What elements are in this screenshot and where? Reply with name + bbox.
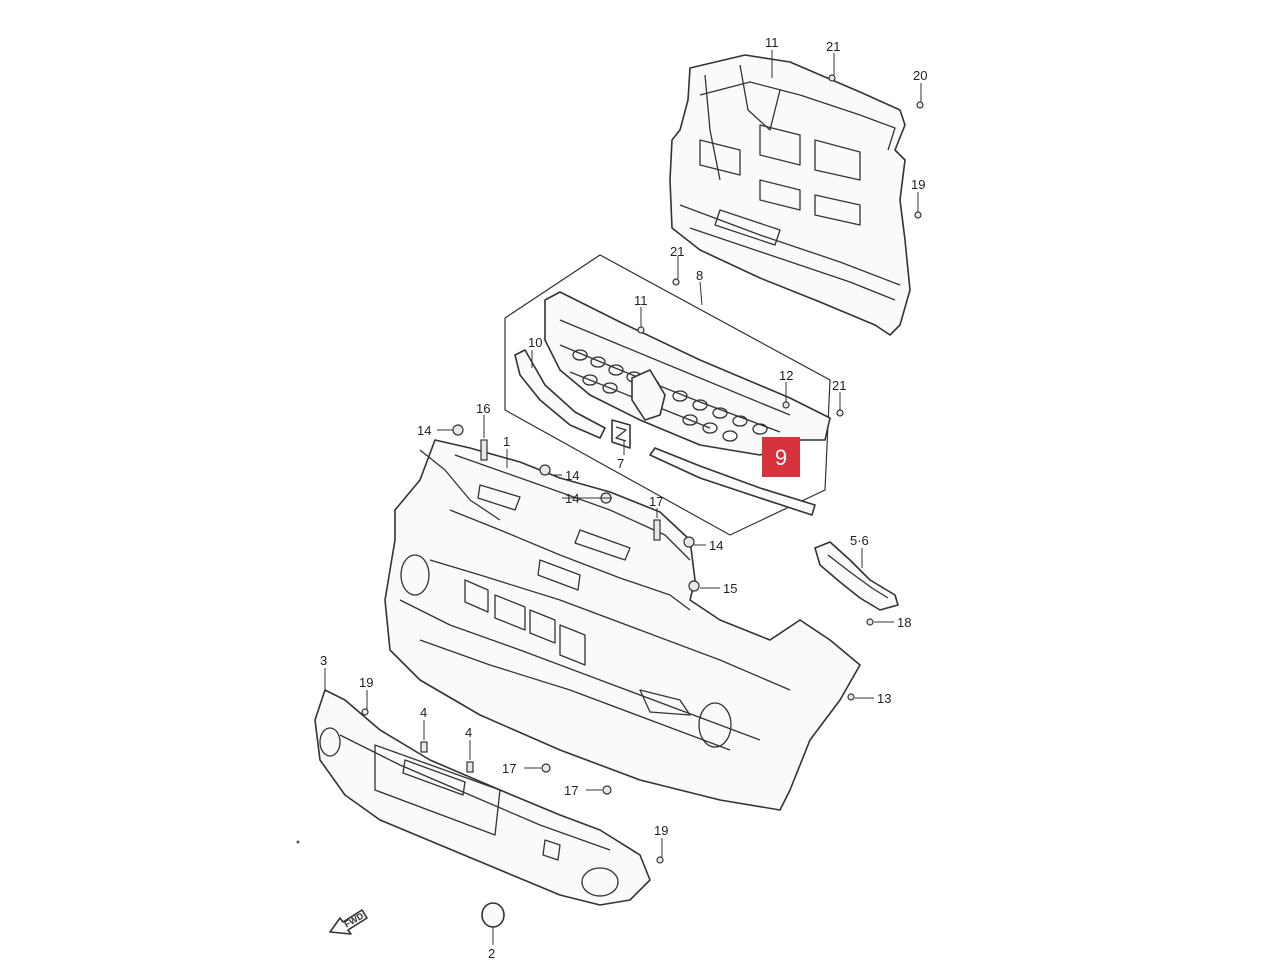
tow-hook-cap xyxy=(481,902,505,928)
label-part-21-mid: 21 xyxy=(670,244,684,259)
lower-bumper-skid xyxy=(314,689,651,906)
label-part-5-6: 5·6 xyxy=(850,533,869,548)
label-part-7: 8 xyxy=(696,268,703,283)
label-part-1: 1 xyxy=(503,434,510,449)
label-part-20: 20 xyxy=(913,68,927,83)
highlight-badge xyxy=(762,437,800,477)
label-part-4-right: 4 xyxy=(465,725,472,740)
label-part-16-left: 16 xyxy=(476,401,490,416)
label-part-19-left: 19 xyxy=(359,675,373,690)
grille-garnish-lower xyxy=(649,447,816,516)
grille-assembly-box xyxy=(504,254,831,536)
label-part-11-lower: 12 xyxy=(779,368,793,383)
label-part-11-upper: 11 xyxy=(634,293,648,308)
label-part-13: 13 xyxy=(877,691,891,706)
highlight-label: 9 xyxy=(775,445,787,470)
grille-garnish-upper xyxy=(514,349,606,439)
fwd-direction-arrow: FWD xyxy=(329,909,368,935)
label-part-3: 3 xyxy=(320,653,327,668)
label-part-4-left: 4 xyxy=(420,705,427,720)
label-part-14-mid: 14 xyxy=(565,468,579,483)
label-part-10: 7 xyxy=(617,456,624,471)
label-part-15: 15 xyxy=(723,581,737,596)
label-part-16-right: 17 xyxy=(649,494,663,509)
front-grille xyxy=(544,291,831,456)
label-part-19-bottom: 19 xyxy=(654,823,668,838)
label-part-14-left: 14 xyxy=(417,423,431,438)
callout-labels: 11 21 20 19 21 8 11 10 12 21 14 16 1 7 1… xyxy=(320,35,927,960)
upper-support-panel xyxy=(669,54,911,336)
front-bumper-cover xyxy=(384,439,861,811)
emblem xyxy=(611,419,631,449)
label-part-2: 2 xyxy=(488,946,495,960)
label-part-14-lower: 14 xyxy=(565,491,579,506)
side-bracket xyxy=(814,541,899,611)
label-part-21-top: 21 xyxy=(826,39,840,54)
label-part-17-upper: 17 xyxy=(502,761,516,776)
label-part-18: 18 xyxy=(897,615,911,630)
label-part-12: 11 xyxy=(765,35,779,50)
label-part-8: 10 xyxy=(528,335,542,350)
label-part-14-right: 14 xyxy=(709,538,723,553)
leader-lines xyxy=(324,50,922,945)
stray-mark xyxy=(296,840,300,844)
label-part-17-lower: 17 xyxy=(564,783,578,798)
highlight-callout-9: 9 xyxy=(762,437,800,477)
label-part-21-right: 21 xyxy=(832,378,846,393)
label-part-19-right: 19 xyxy=(911,177,925,192)
